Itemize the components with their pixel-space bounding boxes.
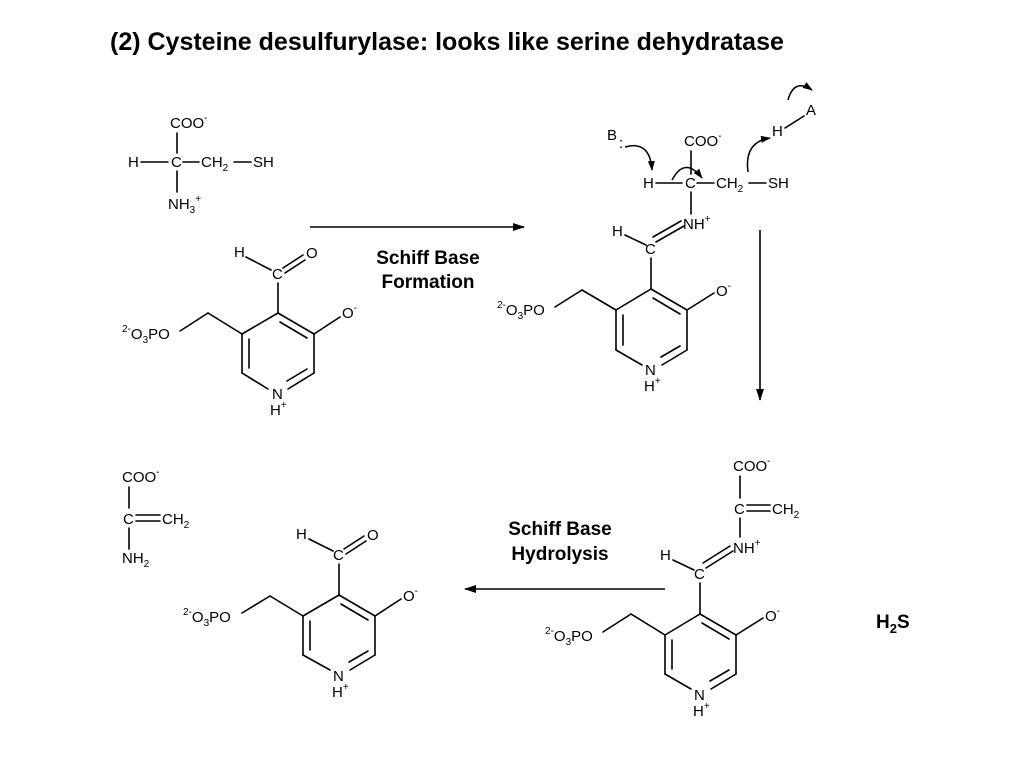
- acrylate-aldimine-pyridine-nitrogen: N: [694, 687, 705, 704]
- acrylate-aldimine-iminium: NH+: [733, 538, 761, 557]
- cysteine-thiol: SH: [253, 154, 274, 171]
- aldimine-phosphate: 2-O3PO: [497, 300, 545, 322]
- plp2-aldehyde-oxygen: O: [367, 527, 379, 544]
- acrylate-aldimine-pyridinium-h: H+: [693, 701, 710, 720]
- plp-aldehyde-oxygen: O: [306, 245, 318, 262]
- plp2-pyridinium-h: H+: [332, 682, 349, 701]
- aminoacrylate-alpha-carbon: C: [123, 511, 134, 528]
- formation-label-line1: Schiff Base: [376, 248, 479, 269]
- aldimine-imine-carbon: C: [645, 241, 656, 258]
- aldimine-phenolate: O-: [716, 281, 731, 300]
- curly-arrow-thiol-proton: [746, 135, 771, 173]
- aminoacrylate-amine: NH2: [122, 550, 150, 570]
- acrylate-aldimine-ch2: CH2: [772, 501, 800, 521]
- aldimine-iminium: NH+: [683, 214, 711, 233]
- acrylate-aldimine-phosphate: 2-O3PO: [545, 626, 593, 648]
- plp-molecule-bottom: H C O N H+ O- 2-O3PO: [183, 526, 418, 701]
- acrylate-aldimine-carboxylate: COO-: [733, 456, 771, 475]
- curly-arrow-base-attack: [624, 145, 655, 171]
- hydrogen-sulfide: H2S: [876, 612, 910, 636]
- aldimine-carboxylate: COO-: [684, 131, 722, 150]
- curly-arrow-ch-bond: [671, 166, 703, 181]
- aminoacrylate-carboxylate: COO-: [122, 467, 160, 486]
- acid-a: A: [806, 102, 816, 119]
- acrylate-aldimine-imine-h: H: [660, 547, 671, 564]
- slide-title: (2) Cysteine desulfurylase: looks like s…: [110, 28, 784, 56]
- plp2-phenolate: O-: [403, 586, 418, 605]
- aldimine-ch2: CH2: [716, 175, 744, 195]
- cysteine-ammonium: NH3+: [168, 194, 201, 216]
- hydrolysis-label-line1: Schiff Base: [508, 519, 611, 540]
- acrylate-aldimine-phenolate: O-: [765, 606, 780, 625]
- cysteine-alpha-h: H: [128, 154, 139, 171]
- cysteine-alpha-carbon: C: [171, 154, 182, 171]
- aminoacrylate-molecule: COO- C CH2 NH2: [122, 467, 190, 570]
- acrylate-aldimine-imine-carbon: C: [694, 566, 705, 583]
- plp2-aldehyde-carbon: C: [333, 547, 344, 564]
- plp-phosphate: 2-O3PO: [122, 324, 170, 346]
- aminoacrylate-aldimine: COO- C CH2 NH+ H C N H+ O- 2-O3PO: [545, 456, 800, 720]
- aldimine-thiol: SH: [768, 175, 789, 192]
- cysteine-molecule: COO- H C CH2 SH NH3+: [128, 113, 274, 216]
- aldimine-alpha-carbon: C: [685, 175, 696, 192]
- plp-aldehyde-carbon: C: [272, 266, 283, 283]
- plp2-phosphate: 2-O3PO: [183, 607, 231, 629]
- base-b: B: [607, 127, 617, 144]
- aldimine-pyridinium-h: H+: [644, 376, 661, 395]
- acid-h: H: [772, 123, 783, 140]
- aldimine-imine-h: H: [612, 223, 623, 240]
- acrylate-aldimine-alpha-carbon: C: [734, 501, 745, 518]
- aldimine-pyridine-nitrogen: N: [645, 362, 656, 379]
- cysteine-carboxylate: COO-: [170, 113, 208, 132]
- hydrolysis-label-line2: Hydrolysis: [511, 544, 608, 565]
- plp-pyridine-nitrogen: N: [272, 386, 283, 403]
- base-lone-pair: :: [619, 135, 623, 152]
- plp2-aldehyde-h: H: [296, 526, 307, 543]
- curly-arrow-acid: [787, 82, 813, 101]
- aminoacrylate-ch2: CH2: [162, 511, 190, 531]
- aldimine-alpha-h: H: [643, 175, 654, 192]
- cysteine-ch2: CH2: [201, 154, 229, 174]
- plp-molecule-top: H C O N H+ O- 2-O3PO: [122, 244, 357, 419]
- plp-pyridinium-h: H+: [270, 400, 287, 419]
- plp2-pyridine-nitrogen: N: [333, 668, 344, 685]
- external-aldimine: B : COO- H C CH2 SH H A NH+ H C: [497, 82, 816, 395]
- plp-phenolate: O-: [342, 303, 357, 322]
- formation-label-line2: Formation: [382, 272, 475, 293]
- plp-aldehyde-h: H: [234, 244, 245, 261]
